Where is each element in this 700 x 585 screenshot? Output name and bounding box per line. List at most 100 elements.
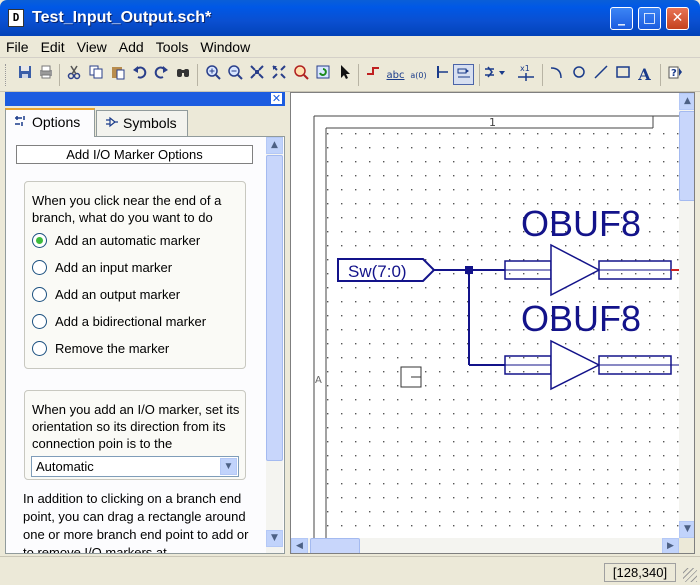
scroll-thumb[interactable] xyxy=(679,111,694,201)
cut-icon[interactable] xyxy=(63,64,84,85)
buffer-1-name: OBUF8 xyxy=(521,203,641,244)
zoom-out-icon[interactable] xyxy=(224,64,245,85)
cursor-coordinates: [128,340] xyxy=(604,563,676,582)
tab-options[interactable]: Options xyxy=(5,108,95,137)
add-text-icon[interactable]: A xyxy=(638,65,651,84)
net-name-text: abc xyxy=(386,70,405,81)
menu-add[interactable]: Add xyxy=(118,39,144,55)
panel-title-bar: ✕ xyxy=(5,92,285,106)
menu-view[interactable]: View xyxy=(76,39,107,55)
io-marker-label: Sw(7:0) xyxy=(348,262,407,281)
radio-button[interactable] xyxy=(32,260,47,275)
menu-file[interactable]: File xyxy=(6,39,29,55)
zoom-full-icon[interactable] xyxy=(268,64,289,85)
radio-label: Add an input marker xyxy=(55,260,173,275)
bus-name-text: a(0) xyxy=(410,71,427,80)
add-io-marker-icon[interactable] xyxy=(453,64,474,85)
add-line-icon[interactable] xyxy=(590,64,611,85)
scroll-thumb[interactable] xyxy=(266,155,283,461)
add-instance-icon[interactable]: x1 xyxy=(516,64,537,85)
chevron-down-icon[interactable]: ▼ xyxy=(220,458,237,475)
title-bar: D Test_Input_Output.sch* _ □ ✕ xyxy=(0,0,700,36)
add-net-name-icon[interactable]: abc xyxy=(385,64,406,85)
select-arrow-icon[interactable] xyxy=(334,64,355,85)
refresh-icon[interactable] xyxy=(312,64,333,85)
radio-button[interactable] xyxy=(32,341,47,356)
print-icon[interactable] xyxy=(35,64,56,85)
minimize-icon: _ xyxy=(618,10,625,26)
save-icon[interactable] xyxy=(14,64,35,85)
scroll-down-button[interactable]: ▼ xyxy=(679,521,694,538)
menu-bar: File Edit View Add Tools Window xyxy=(0,36,700,58)
scroll-right-button[interactable]: ▶ xyxy=(662,538,679,553)
options-icon xyxy=(14,116,28,130)
radio-button[interactable] xyxy=(32,287,47,302)
toolbar-separator xyxy=(542,64,543,86)
schematic-drawing[interactable]: 1 A Sw(7:0) OBUF8 OBUF8 xyxy=(291,93,679,538)
tab-symbols-label: Symbols xyxy=(123,115,177,131)
panel-tabs: Options Symbols xyxy=(5,108,285,137)
orientation-select[interactable]: Automatic ▼ xyxy=(31,456,239,477)
undo-icon[interactable] xyxy=(129,64,150,85)
add-bus-name-icon[interactable]: a(0) xyxy=(408,64,429,85)
redo-icon[interactable] xyxy=(150,64,171,85)
scroll-down-button[interactable]: ▼ xyxy=(266,530,283,547)
io-marker-sw[interactable] xyxy=(337,258,436,282)
radio-button[interactable] xyxy=(32,314,47,329)
buffer-1-symbol[interactable] xyxy=(550,243,601,297)
menu-window[interactable]: Window xyxy=(200,39,251,55)
menu-edit[interactable]: Edit xyxy=(40,39,65,55)
schematic-canvas[interactable]: 1 A Sw(7:0) OBUF8 OBUF8 xyxy=(291,93,679,538)
svg-text:?: ? xyxy=(671,68,677,79)
schematic-view: 1 A Sw(7:0) OBUF8 OBUF8 xyxy=(290,92,695,554)
row-label: A xyxy=(315,375,322,386)
toolbar-separator xyxy=(197,64,198,86)
radio-label: Add a bidirectional marker xyxy=(55,314,207,329)
buffer-2-symbol[interactable] xyxy=(550,339,601,391)
add-wire-icon[interactable] xyxy=(362,64,383,85)
zoom-selected-icon[interactable] xyxy=(290,64,311,85)
paste-icon[interactable] xyxy=(107,64,128,85)
grid-dots xyxy=(327,129,679,538)
maximize-icon: □ xyxy=(642,10,657,26)
options-scrollbar[interactable]: ▲ ▼ xyxy=(266,137,283,553)
help-icon[interactable]: ? xyxy=(664,64,685,85)
add-bus-tap-icon[interactable] xyxy=(431,64,452,85)
app-icon: D xyxy=(8,9,24,27)
add-symbol-icon[interactable] xyxy=(484,64,505,85)
tab-symbols[interactable]: Symbols xyxy=(96,110,188,136)
scroll-up-button[interactable]: ▲ xyxy=(266,137,283,154)
toolbar-separator xyxy=(59,64,60,86)
maximize-button[interactable]: □ xyxy=(638,7,661,30)
window-title: Test_Input_Output.sch* xyxy=(32,9,212,26)
resize-grip-icon[interactable] xyxy=(683,568,697,582)
find-icon[interactable] xyxy=(172,64,193,85)
close-button[interactable]: ✕ xyxy=(666,7,689,30)
orientation-question: When you add an I/O marker, set its orie… xyxy=(32,402,240,451)
symbols-icon xyxy=(105,116,119,131)
add-arc-icon[interactable] xyxy=(546,64,567,85)
zoom-fit-icon[interactable] xyxy=(246,64,267,85)
minimize-button[interactable]: _ xyxy=(610,7,633,30)
menu-tools[interactable]: Tools xyxy=(155,39,189,55)
add-circle-icon[interactable] xyxy=(568,64,589,85)
panel-close-button[interactable]: ✕ xyxy=(270,92,283,105)
buffer-2-name: OBUF8 xyxy=(521,298,641,339)
add-rectangle-icon[interactable] xyxy=(612,64,633,85)
schematic-horizontal-scrollbar[interactable]: ◀ ▶ xyxy=(291,538,679,553)
toolbar-grip[interactable] xyxy=(5,64,8,86)
scroll-thumb[interactable] xyxy=(310,538,360,553)
scrollbar-corner xyxy=(679,538,694,553)
copy-icon[interactable] xyxy=(85,64,106,85)
branch-action-group: When you click near the end of a branch,… xyxy=(24,181,246,369)
zoom-in-icon[interactable] xyxy=(202,64,223,85)
options-content: Add I/O Marker Options When you click ne… xyxy=(6,137,266,553)
radio-button[interactable] xyxy=(32,233,47,248)
scroll-left-button[interactable]: ◀ xyxy=(291,538,308,553)
schematic-vertical-scrollbar[interactable]: ▲ ▼ xyxy=(679,93,694,538)
scroll-up-button[interactable]: ▲ xyxy=(679,93,694,110)
toolbar-separator xyxy=(358,64,359,86)
radio-label: Add an automatic marker xyxy=(55,233,201,248)
options-panel: Add I/O Marker Options When you click ne… xyxy=(5,136,285,554)
orientation-group: When you add an I/O marker, set its orie… xyxy=(24,390,246,480)
